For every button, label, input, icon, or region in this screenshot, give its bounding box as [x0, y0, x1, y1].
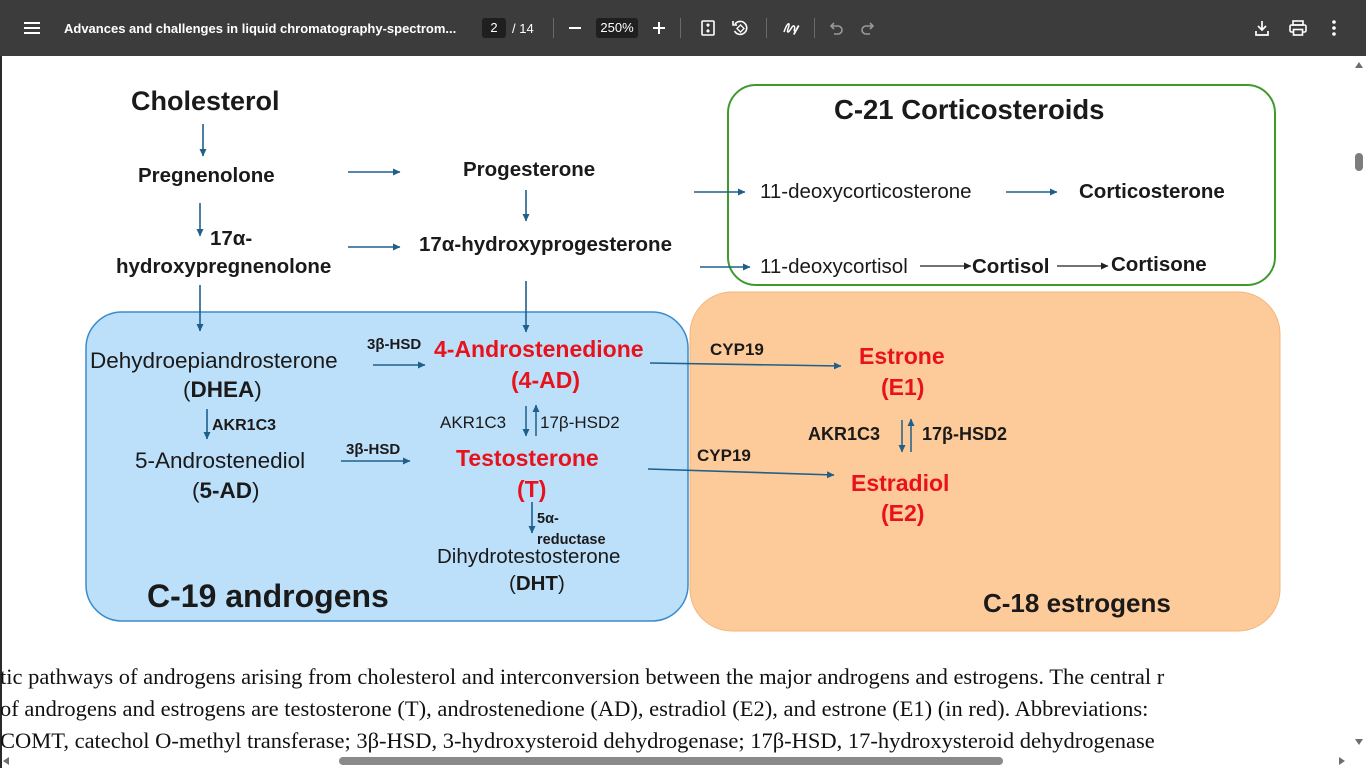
toolbar-divider	[814, 18, 815, 38]
node-pregnenolone: Pregnenolone	[138, 164, 275, 187]
arrow-androstenedione-estrone	[649, 362, 842, 370]
horizontal-scroll-thumb[interactable]	[339, 757, 1003, 765]
node-testosterone-abbr: (T)	[517, 476, 547, 502]
more-icon[interactable]	[1318, 12, 1350, 44]
paren: )	[557, 572, 565, 595]
enzyme-akr1c3-right: AKR1C3	[808, 424, 881, 444]
scroll-up-icon[interactable]	[1355, 62, 1363, 68]
enzyme-akr1c3-left: AKR1C3	[212, 417, 277, 434]
page-edge	[0, 56, 2, 768]
node-estrone-abbr: (E1)	[881, 374, 925, 400]
abbr: 5-AD	[199, 478, 253, 503]
paren: (	[183, 377, 191, 402]
figure-caption-line-3: COMT, catechol O-methyl transferase; 3β-…	[0, 728, 1155, 753]
rotate-button[interactable]	[724, 0, 756, 56]
abbr: DHT	[515, 572, 558, 595]
corticoid-title: C-21 Corticosteroids	[834, 94, 1105, 125]
zoom-level: 250%	[596, 0, 638, 56]
fit-page-icon[interactable]	[692, 12, 724, 44]
androgens-title: C-19 androgens	[147, 578, 389, 614]
node-cholesterol: Cholesterol	[131, 86, 280, 116]
more-options-button[interactable]	[1318, 0, 1350, 56]
estrogen-region	[689, 291, 1281, 632]
node-cortisol: Cortisol	[972, 255, 1050, 278]
pathway-diagram-graphics	[85, 84, 1281, 632]
undo-button[interactable]	[820, 0, 852, 56]
zoom-in-icon[interactable]	[643, 12, 675, 44]
enzyme-akr1c3-mid: AKR1C3	[440, 413, 507, 432]
estrogens-title: C-18 estrogens	[983, 588, 1171, 618]
redo-icon[interactable]	[852, 12, 884, 44]
pdf-toolbar: Advances and challenges in liquid chroma…	[0, 0, 1366, 56]
node-deoxycortisol: 11-deoxycortisol	[760, 255, 908, 278]
scroll-down-icon[interactable]	[1355, 739, 1363, 745]
annotate-button[interactable]	[775, 0, 807, 56]
redo-button[interactable]	[852, 0, 884, 56]
node-deoxycorticosterone: 11-deoxycorticosterone	[760, 180, 972, 203]
rotate-icon[interactable]	[724, 12, 756, 44]
scroll-left-icon[interactable]	[3, 757, 9, 765]
zoom-out-button[interactable]	[559, 0, 591, 56]
enzyme-3b-hsd-2: 3β-HSD	[346, 441, 401, 458]
abbr: DHEA	[190, 377, 255, 402]
enzyme-cyp19-2: CYP19	[697, 446, 751, 465]
node-progesterone: Progesterone	[463, 158, 596, 181]
enzyme-5a-reductase-line2: reductase	[537, 532, 606, 548]
node-dhea-abbr: (DHEA)	[183, 377, 262, 403]
paren: (	[192, 478, 200, 503]
figure-caption-line-1: tic pathways of androgens arising from c…	[0, 664, 1165, 689]
zoom-input[interactable]: 250%	[596, 18, 638, 38]
print-icon[interactable]	[1282, 12, 1314, 44]
node-hydroxyprogesterone: 17α-hydroxyprogesterone	[419, 233, 672, 256]
download-icon[interactable]	[1246, 12, 1278, 44]
zoom-in-button[interactable]	[643, 0, 675, 56]
enzyme-cyp19-1: CYP19	[710, 340, 764, 359]
androgen-region	[85, 311, 689, 622]
node-dhea-name: Dehydroepiandrosterone	[90, 348, 338, 373]
node-estradiol-abbr: (E2)	[881, 500, 925, 526]
vertical-scrollbar[interactable]	[1352, 56, 1366, 756]
node-estrone: Estrone	[859, 343, 945, 369]
page-number-input[interactable]: 2	[482, 18, 506, 38]
zoom-out-icon[interactable]	[559, 12, 591, 44]
node-hydroxypreg-line1: 17α-	[210, 227, 253, 250]
node-dht-abbr: (DHT)	[509, 572, 565, 596]
page-selector: 2 / 14	[482, 0, 534, 56]
node-androstenediol: 5-Androstenediol	[135, 448, 306, 473]
enzyme-3b-hsd-1: 3β-HSD	[367, 336, 422, 353]
toolbar-divider	[766, 18, 767, 38]
document-title: Advances and challenges in liquid chroma…	[64, 20, 457, 36]
menu-icon[interactable]	[16, 12, 48, 44]
node-androstenedione-abbr: (4-AD)	[511, 367, 580, 393]
figure-caption-line-2: of androgens and estrogens are testoster…	[0, 696, 1149, 721]
node-androstenediol-abbr: (5-AD)	[192, 478, 260, 504]
toolbar-divider	[680, 18, 681, 38]
download-button[interactable]	[1246, 0, 1278, 56]
enzyme-17b-hsd2-mid: 17β-HSD2	[540, 413, 620, 432]
print-button[interactable]	[1282, 0, 1314, 56]
page-total: / 14	[512, 20, 534, 36]
toolbar-divider	[553, 18, 554, 38]
scroll-right-icon[interactable]	[1339, 757, 1345, 765]
node-corticosterone: Corticosterone	[1079, 180, 1225, 203]
annotate-icon[interactable]	[775, 12, 807, 44]
node-androstenedione: 4-Androstenedione	[434, 336, 644, 362]
enzyme-5a-reductase-line1: 5α-	[537, 511, 559, 527]
paren: )	[252, 478, 260, 503]
fit-page-button[interactable]	[692, 0, 724, 56]
node-estradiol: Estradiol	[851, 470, 950, 496]
pdf-viewport[interactable]: Cholesterol Pregnenolone Progesterone 17…	[0, 56, 1366, 768]
node-dht-name: Dihydrotestosterone	[437, 545, 621, 568]
paren: )	[254, 377, 262, 402]
node-cortisone: Cortisone	[1111, 253, 1207, 276]
paren: (	[509, 572, 516, 595]
node-hydroxypreg-line2: hydroxypregnenolone	[116, 255, 332, 278]
undo-icon[interactable]	[820, 12, 852, 44]
node-testosterone: Testosterone	[456, 445, 599, 471]
corticoid-region	[727, 84, 1276, 286]
arrow-testosterone-estradiol	[647, 468, 835, 479]
enzyme-17b-hsd2-right: 17β-HSD2	[922, 424, 1008, 444]
menu-button[interactable]	[16, 0, 48, 56]
vertical-scroll-thumb[interactable]	[1355, 153, 1363, 171]
